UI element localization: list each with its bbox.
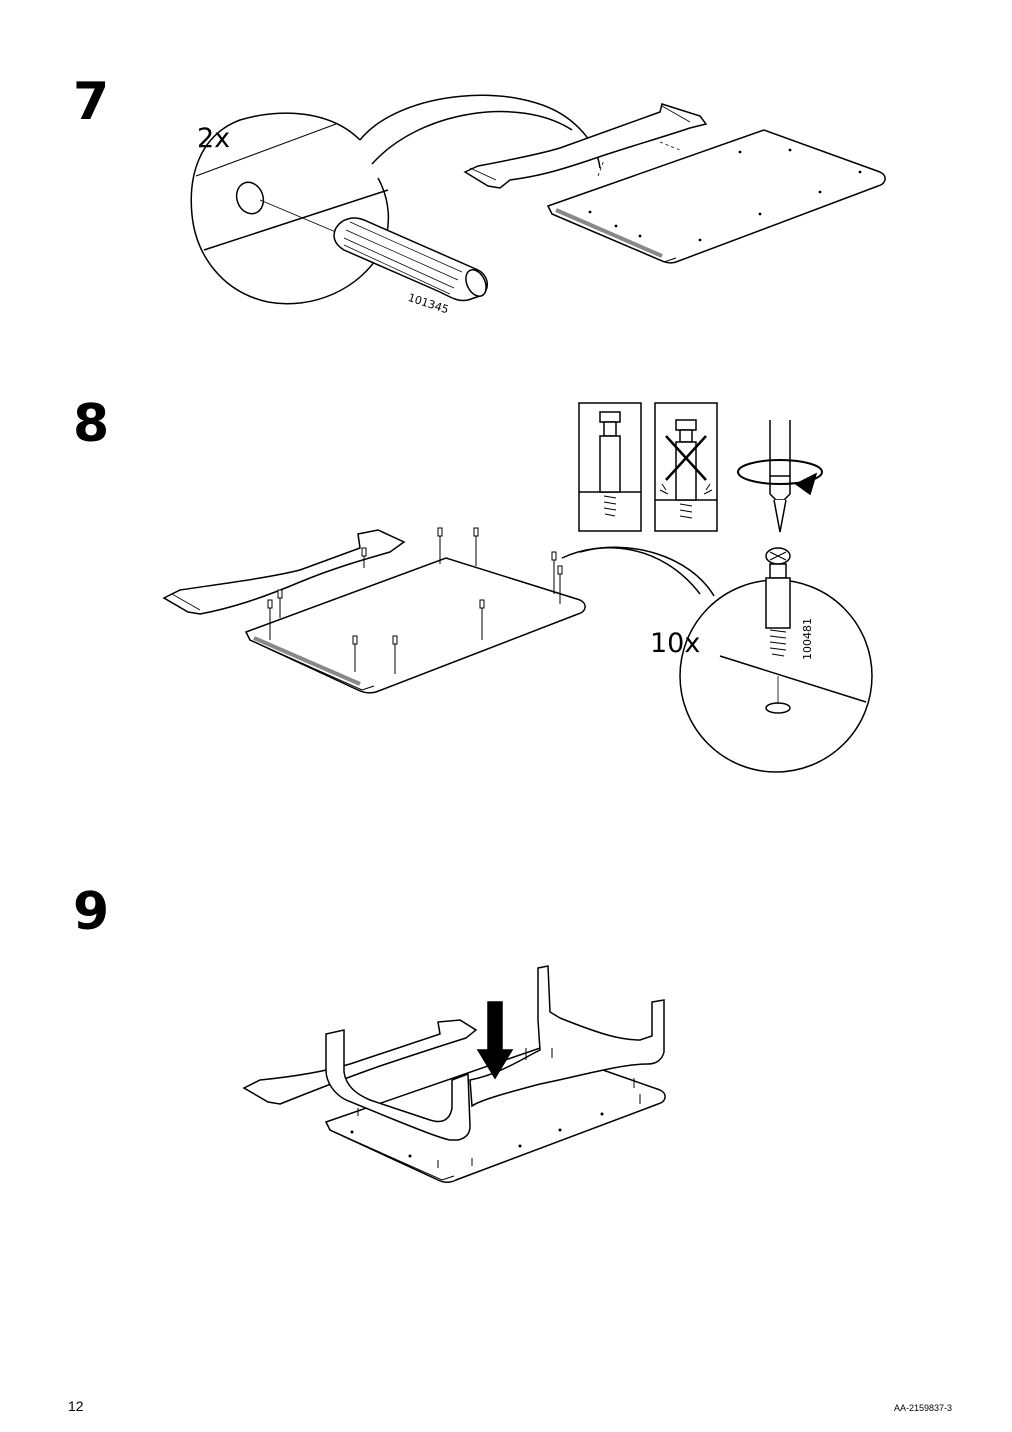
- dowel-icon: [334, 218, 490, 300]
- quantity-label: 2x: [197, 123, 231, 154]
- down-arrow-icon: [478, 1002, 512, 1078]
- cam-lock-pin-icon: [766, 548, 790, 656]
- step-number: 7: [73, 72, 110, 132]
- quantity-label: 10x: [650, 628, 701, 659]
- screwdriver-icon: [738, 420, 822, 532]
- document-code: AA-2159837-3: [894, 1403, 953, 1413]
- step-number: 8: [73, 394, 110, 454]
- step-number: 9: [73, 882, 110, 942]
- page-number: 12: [68, 1398, 84, 1414]
